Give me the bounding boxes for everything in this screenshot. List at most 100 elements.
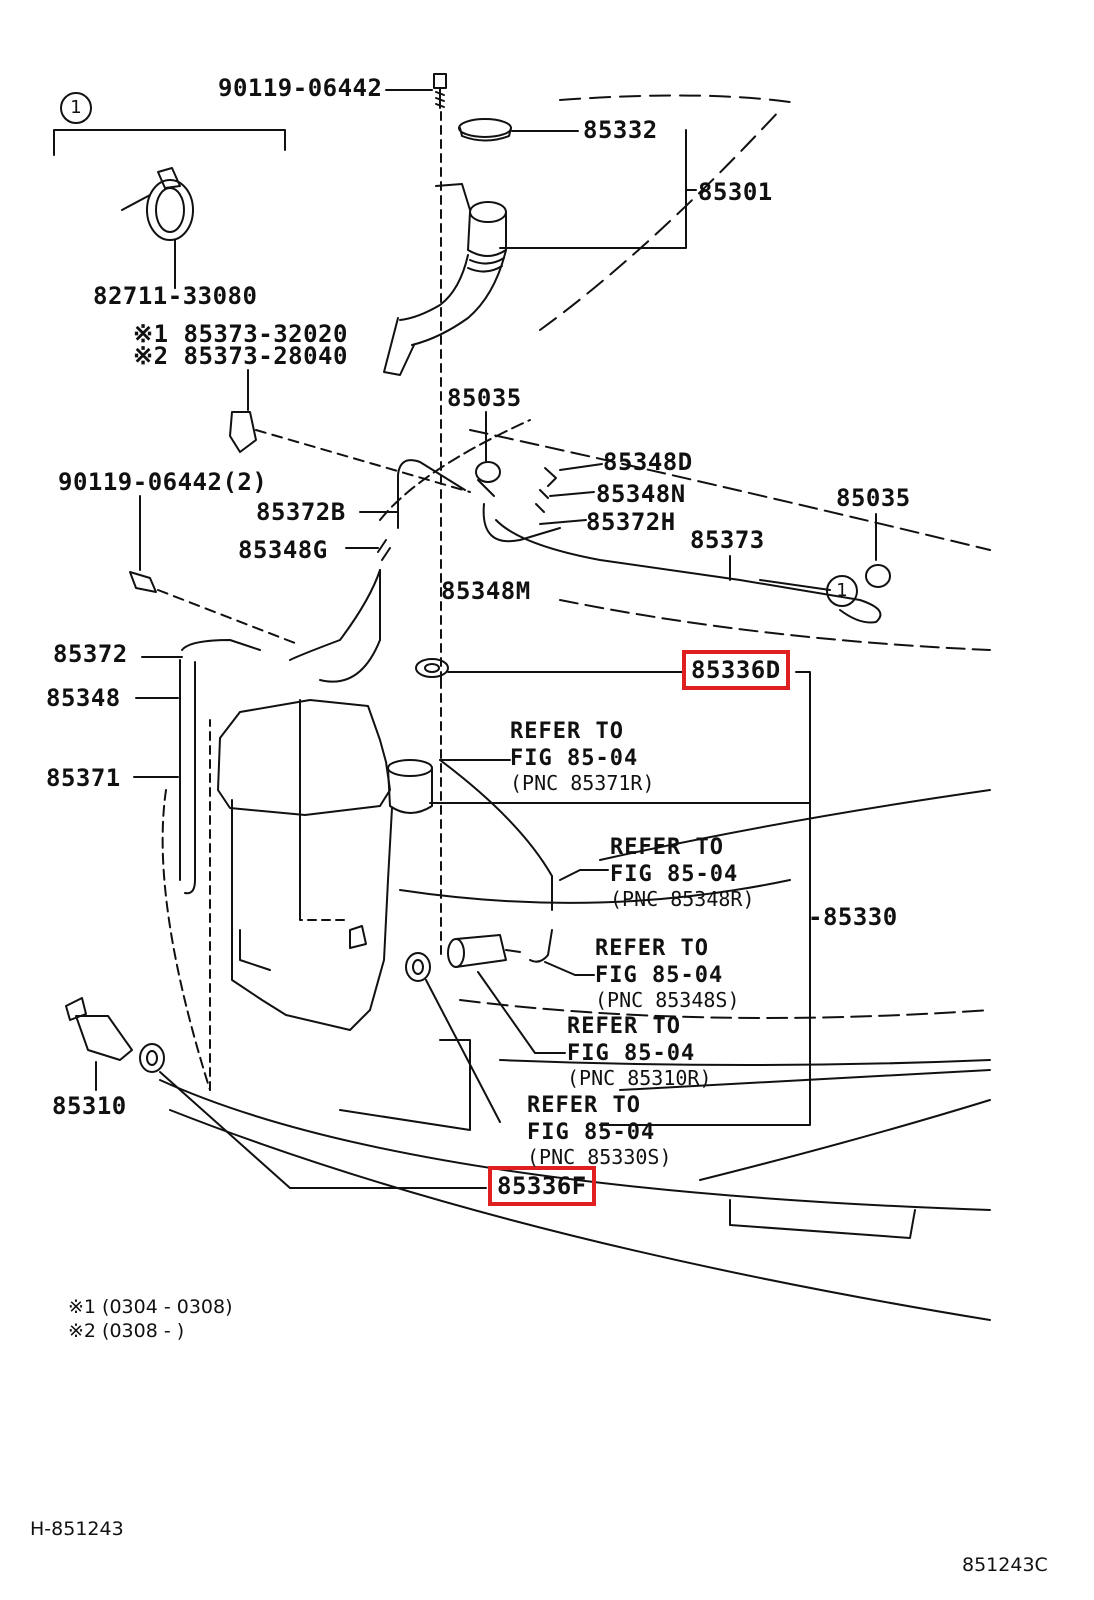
label-85332: 85332 — [583, 116, 658, 144]
note-variant-1: ※1 (0304 - 0308) — [68, 1296, 233, 1318]
label-90119-left: 90119-06442(2) — [58, 468, 268, 496]
label-85373-variant-1: ※1 85373-32020 — [133, 320, 348, 348]
refer-line-1: REFER TO — [610, 835, 724, 860]
dashed-line-1 — [255, 429, 471, 493]
refer-line-2: FIG 85-04 — [527, 1120, 656, 1145]
label-85348M: 85348M — [441, 577, 531, 605]
footer-image-code: 851243C — [962, 1554, 1048, 1576]
refer-block-85371R: REFER TO FIG 85-04 (PNC 85371R) — [510, 718, 655, 794]
refer-line-3: (PNC 85310R) — [567, 1066, 712, 1090]
label-82711: 82711-33080 — [93, 282, 258, 310]
leader-85348S — [544, 961, 595, 976]
refer-line-2: FIG 85-04 — [595, 963, 724, 988]
leader-85348N — [549, 491, 595, 497]
leader-85301 — [499, 129, 697, 249]
note-variant-2: ※2 (0308 - ) — [68, 1320, 185, 1342]
label-85301: 85301 — [698, 178, 773, 206]
label-85373: 85373 — [690, 526, 765, 554]
connector-85348D — [544, 467, 557, 487]
body-line-11 — [699, 1099, 991, 1181]
hood-line-5 — [539, 109, 781, 331]
body-line-4 — [159, 1079, 991, 1211]
hood-line-4 — [559, 94, 791, 103]
label-85336D-highlighted: 85336D — [682, 650, 790, 690]
hose-clip-85373-drawing — [229, 369, 257, 453]
refer-block-85330S: REFER TO FIG 85-04 (PNC 85330S) — [527, 1092, 672, 1168]
body-line-13 — [339, 1039, 471, 1131]
body-line-5 — [169, 1109, 991, 1321]
leader-circle-right — [759, 579, 831, 591]
body-line-10 — [619, 1069, 991, 1091]
motor-85310-drawing — [65, 997, 133, 1091]
grommet-85336D-drawing — [415, 658, 685, 678]
hose-85348R — [439, 759, 553, 911]
hose-85372B — [397, 459, 466, 529]
hose-85348S — [529, 929, 553, 963]
label-85372H: 85372H — [586, 508, 676, 536]
grommet-pump-drawing — [405, 952, 501, 1123]
reservoir-tank-drawing — [179, 659, 433, 1031]
refer-line-2: FIG 85-04 — [567, 1041, 696, 1066]
nozzle-right-drawing — [865, 513, 891, 588]
leader-85310R — [477, 971, 566, 1054]
refer-line-1: REFER TO — [527, 1093, 641, 1118]
refer-line-1: REFER TO — [567, 1014, 681, 1039]
label-85035-right: 85035 — [836, 484, 911, 512]
label-85373-variant-2: ※2 85373-28040 — [133, 342, 348, 370]
filler-neck-drawing — [383, 183, 507, 376]
refer-line-3: (PNC 85330S) — [527, 1145, 672, 1169]
bolt-top-drawing — [385, 73, 447, 109]
footer-figure-code: H-851243 — [30, 1518, 124, 1540]
body-line-8 — [459, 999, 991, 1019]
connector-85348G — [377, 539, 391, 561]
pump-drawing — [447, 934, 521, 968]
bolt-left-drawing — [129, 495, 157, 593]
refer-line-3: (PNC 85348S) — [595, 988, 740, 1012]
callout-circle-top: 1 — [60, 92, 92, 124]
body-line-6 — [399, 879, 791, 904]
label-85310: 85310 — [52, 1092, 127, 1120]
label-85348N: 85348N — [596, 480, 686, 508]
refer-line-2: FIG 85-04 — [510, 746, 639, 771]
label-85372: 85372 — [53, 640, 128, 668]
hose-clamp-drawing — [121, 167, 194, 289]
label-85348D: 85348D — [603, 448, 693, 476]
refer-line-1: REFER TO — [510, 719, 624, 744]
body-line-3 — [299, 759, 351, 921]
leader-85348D — [559, 463, 603, 471]
label-85372B: 85372B — [256, 498, 346, 526]
label-90119-top: 90119-06442 — [218, 74, 383, 102]
body-line-7 — [599, 789, 991, 861]
body-line-9 — [499, 1059, 991, 1066]
refer-line-3: (PNC 85348R) — [610, 887, 755, 911]
label-85371: 85371 — [46, 764, 121, 792]
refer-block-85310R: REFER TO FIG 85-04 (PNC 85310R) — [567, 1013, 712, 1089]
refer-line-2: FIG 85-04 — [610, 862, 739, 887]
leader-85348R — [559, 869, 609, 881]
label-85035-left: 85035 — [447, 384, 522, 412]
label-85348G: 85348G — [238, 536, 328, 564]
hood-line-3 — [559, 599, 991, 651]
hose-main — [319, 569, 381, 683]
cap-drawing — [458, 118, 579, 142]
leader-85372H — [539, 519, 587, 525]
label-85348: 85348 — [46, 684, 121, 712]
body-line-12 — [729, 1199, 916, 1239]
hose-85372H — [482, 503, 561, 543]
refer-line-1: REFER TO — [595, 936, 709, 961]
label-85330: -85330 — [808, 903, 898, 931]
nozzle-left-drawing — [475, 429, 501, 497]
connector-85348N — [535, 489, 549, 513]
hose-85373 — [495, 519, 882, 624]
refer-block-85348S: REFER TO FIG 85-04 (PNC 85348S) — [595, 935, 740, 1011]
dashed-line-2 — [157, 589, 301, 646]
label-85336F-highlighted: 85336F — [488, 1166, 596, 1206]
callout-circle-right: 1 — [826, 575, 858, 607]
refer-block-85348R: REFER TO FIG 85-04 (PNC 85348R) — [610, 834, 755, 910]
hose-85371 — [181, 639, 261, 651]
inset-bracket — [53, 129, 286, 156]
refer-line-3: (PNC 85371R) — [510, 771, 655, 795]
hood-line-2 — [469, 429, 991, 551]
hose-85348G — [289, 569, 381, 661]
